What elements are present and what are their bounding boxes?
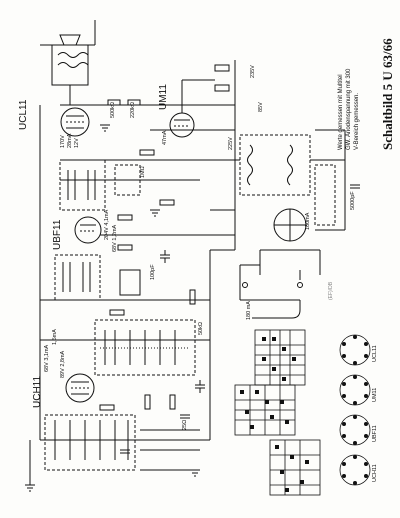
value-label: 12V bbox=[74, 138, 80, 148]
uch11-tube-symbol bbox=[65, 373, 95, 403]
value-label: 50kΩ bbox=[198, 322, 204, 335]
pin-table-uch11 bbox=[269, 439, 321, 496]
value-label: 235V bbox=[250, 65, 256, 78]
value-label: 47mA bbox=[162, 130, 168, 145]
wiring bbox=[25, 20, 360, 492]
value-label: 180mA bbox=[305, 212, 311, 230]
tube-label-um11: UM11 bbox=[158, 84, 169, 110]
tube-label-ubf11: UBF11 bbox=[52, 219, 63, 250]
value-label: 500kΩ bbox=[110, 101, 116, 118]
if-transformer-1 bbox=[59, 159, 106, 211]
tube-base-um11 bbox=[339, 374, 371, 406]
value-label: 25Ω bbox=[182, 419, 188, 430]
output-transformer bbox=[51, 44, 89, 86]
value-label: 89V 2,8mA bbox=[60, 350, 66, 378]
schematic-title: Schaltbild 5 U 63/66 bbox=[380, 38, 395, 150]
tube-base-ucl11 bbox=[339, 334, 371, 366]
value-label: 1,5mA bbox=[52, 329, 58, 345]
ubf11-tube-symbol bbox=[74, 216, 102, 244]
note-line-2: GW. Anodenspannung mit 300 bbox=[346, 68, 352, 150]
value-label: 180 mA bbox=[246, 301, 252, 320]
value-label: 68V 1,2mA bbox=[112, 224, 118, 252]
tube-label-ucl11: UCL11 bbox=[18, 99, 29, 130]
speaker-icon bbox=[59, 34, 81, 46]
ground-icon bbox=[25, 484, 35, 492]
oscillator-section bbox=[94, 319, 196, 376]
value-label: 28mA bbox=[67, 133, 73, 148]
um11-tube-symbol bbox=[169, 112, 195, 138]
pin-label-uch11: UCH11 bbox=[372, 464, 378, 482]
tube-base-ubf11 bbox=[339, 414, 371, 446]
value-label: 225V bbox=[228, 137, 234, 150]
value-label: 1MΩ bbox=[140, 166, 146, 178]
pin-label-um11: UM11 bbox=[372, 387, 378, 402]
value-label: 85V bbox=[258, 102, 264, 112]
tube-base-uch11 bbox=[339, 454, 371, 486]
value-label: 170V bbox=[60, 135, 66, 148]
power-transformer bbox=[239, 134, 311, 196]
note-line-1: Werte gemessen mit Multitel bbox=[338, 74, 344, 150]
value-label: 220kΩ bbox=[130, 101, 136, 118]
ucl11-tube-symbol bbox=[60, 107, 90, 137]
signature: (EF)/DB bbox=[328, 281, 334, 300]
pin-label-ucl11: UCL11 bbox=[372, 345, 378, 362]
pin-label-ubf11: UBF11 bbox=[372, 425, 378, 442]
value-label: 68V 3,1mA bbox=[44, 344, 50, 372]
mains-plug bbox=[252, 270, 301, 319]
pin-tables bbox=[234, 329, 371, 496]
if-transformer-2 bbox=[54, 254, 101, 301]
value-label: 5000pF bbox=[350, 191, 356, 210]
value-label: 204V 4,1mA bbox=[104, 209, 110, 240]
tube-label-uch11: UCH11 bbox=[32, 375, 43, 408]
note-line-3: V-Bereich gemessen. bbox=[354, 92, 360, 150]
value-label: 100pF bbox=[150, 264, 156, 280]
input-coils bbox=[44, 414, 136, 471]
